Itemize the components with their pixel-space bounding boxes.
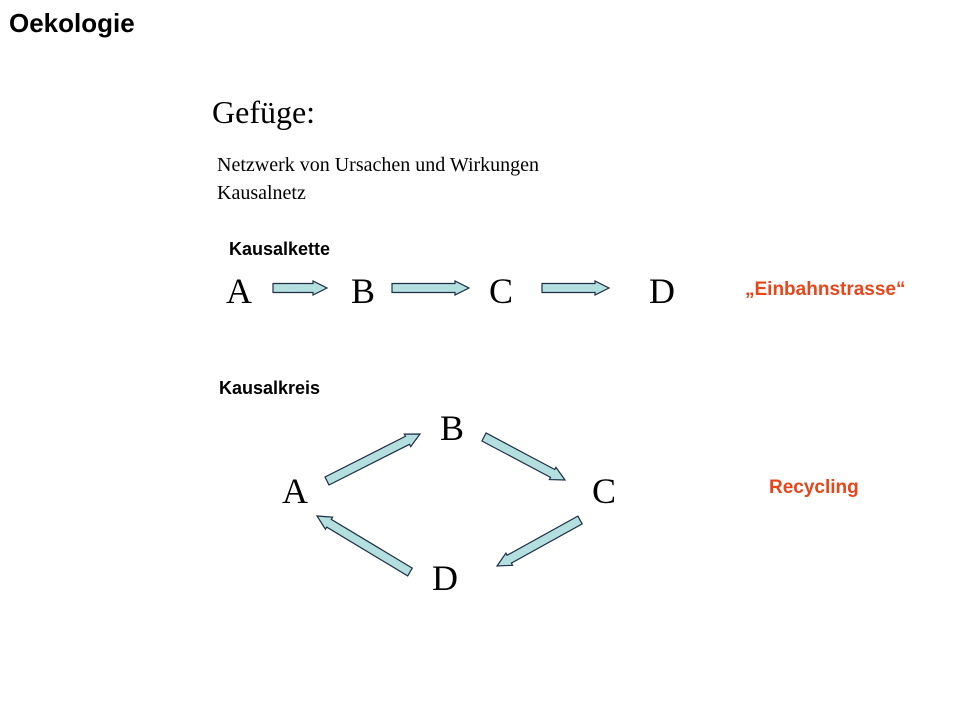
page-title: Oekologie bbox=[9, 8, 135, 38]
cycle-node-a: A bbox=[282, 471, 308, 511]
cycle-arrow-a-b bbox=[324, 433, 422, 486]
cycle-arrow-d-a bbox=[315, 515, 414, 577]
causal-chain-label: Kausalkette bbox=[229, 239, 331, 259]
chain-node-a: A bbox=[226, 271, 252, 311]
description-line-1: Netzwerk von Ursachen und Wirkungen bbox=[217, 154, 540, 176]
cycle-node-d: D bbox=[432, 558, 458, 598]
cycle-arrow-b-c bbox=[481, 432, 567, 481]
chain-arrow-a-b bbox=[272, 280, 329, 296]
chain-arrow-b-c bbox=[391, 280, 471, 296]
causal-cycle-label: Kausalkreis bbox=[219, 378, 321, 398]
description-line-2: Kausalnetz bbox=[217, 182, 306, 204]
section-heading: Gefüge: bbox=[212, 94, 316, 130]
chain-node-b: B bbox=[351, 271, 376, 311]
one-way-note: „Einbahnstrasse“ bbox=[745, 279, 906, 300]
chain-node-c: C bbox=[489, 271, 514, 311]
chain-arrow-c-d bbox=[541, 280, 611, 296]
cycle-node-b: B bbox=[440, 408, 465, 448]
cycle-node-c: C bbox=[592, 471, 617, 511]
recycling-note: Recycling bbox=[769, 477, 859, 498]
cycle-arrow-c-d bbox=[495, 515, 584, 567]
chain-node-d: D bbox=[649, 271, 675, 311]
